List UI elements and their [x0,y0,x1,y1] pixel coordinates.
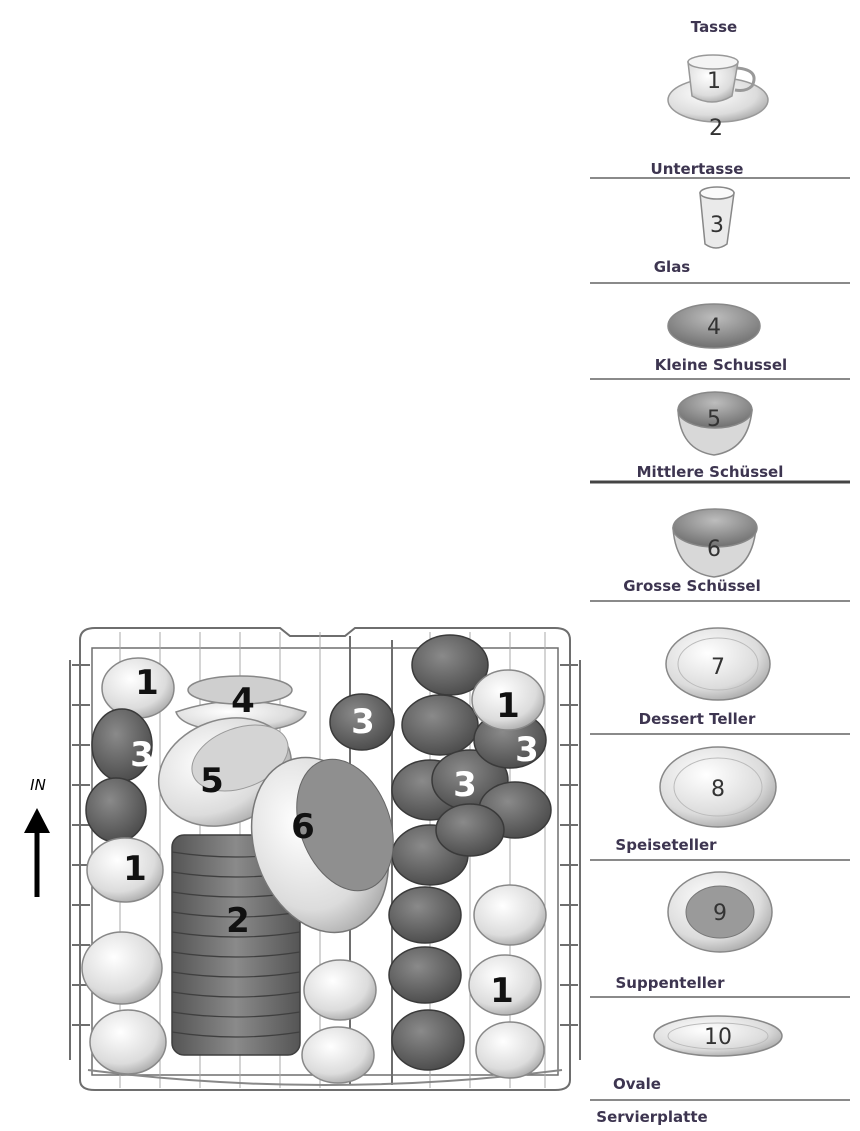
rack-number: 3 [130,735,154,775]
arrow-head-icon [24,808,50,833]
legend-number: 6 [707,537,721,562]
legend-label: Kleine Schussel [655,356,787,374]
rack-number: 1 [123,849,147,889]
rack-number: 3 [515,730,539,770]
legend-number: 5 [707,407,721,432]
rack-number: 6 [291,807,315,847]
legend-label: Ovale [613,1075,661,1093]
legend-number: 2 [709,116,723,141]
legend-number: 9 [713,901,727,926]
rack-number: 2 [226,901,250,941]
rack-number: 3 [453,765,477,805]
legend-number: 1 [707,69,721,94]
legend-label: Tasse [691,18,737,36]
legend-label: Suppenteller [615,974,725,992]
legend-label: Speiseteller [615,836,717,854]
legend-number: 10 [704,1025,732,1050]
legend-number: 8 [711,777,725,802]
legend-label: Glas [654,258,691,276]
dishwasher-rack: 1 4 3 5 6 3 1 2 1 3 3 1 [70,628,580,1090]
legend-label: Servierplatte [596,1108,707,1126]
legend-number: 4 [707,315,721,340]
rack-number: 4 [231,681,255,721]
legend-number: 7 [711,655,725,680]
legend-label: Mittlere Schüssel [637,463,784,481]
legend-label: Dessert Teller [639,710,756,728]
direction-label: IN [30,776,46,794]
rack-number: 5 [200,761,224,801]
rack-number: 1 [496,686,520,726]
rack-number: 1 [490,971,514,1011]
legend: 1 2 Tasse Untertasse 3 Glas 4 Kleine Sch… [590,18,850,1126]
legend-number: 3 [710,213,724,238]
legend-label: Grosse Schüssel [623,577,761,595]
direction-indicator: IN [24,776,50,897]
rack-number: 1 [135,663,159,703]
rack-number: 3 [351,702,375,742]
legend-label: Untertasse [651,160,744,178]
